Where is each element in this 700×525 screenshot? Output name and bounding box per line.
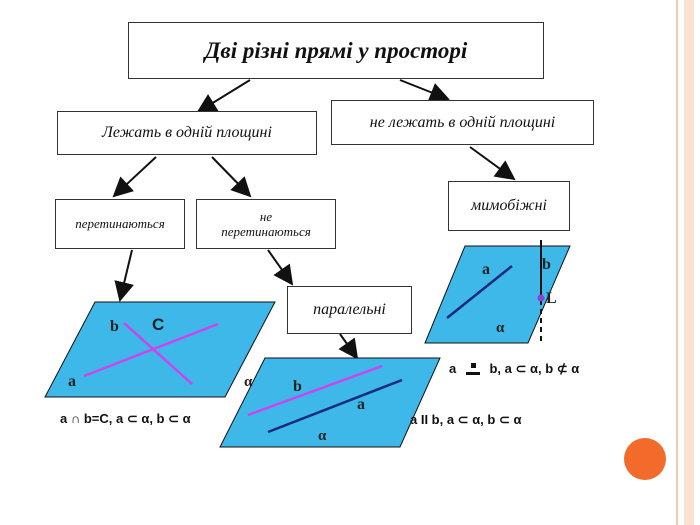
line-a-skew xyxy=(446,265,513,319)
node-skew-label: мимобіжні xyxy=(471,197,547,214)
formula-skew: a b, a ⊂ α, b ⊄ α xyxy=(449,361,579,377)
node-not-same-plane-label: не лежать в одній площині xyxy=(369,113,556,131)
point-l-skew xyxy=(537,294,545,302)
label-a-intersecting: a xyxy=(68,373,76,390)
line-a-parallel xyxy=(267,378,403,434)
plane-skew xyxy=(424,245,571,344)
node-same-plane-label: Лежать в одній площині xyxy=(102,124,272,141)
plane-parallel xyxy=(219,357,441,448)
arrow-not-intersect-to-parallel xyxy=(267,249,294,286)
node-skew: мимобіжні xyxy=(448,181,570,231)
arrow-title-to-same-plane xyxy=(196,79,251,114)
skew-symbol-icon xyxy=(465,362,480,377)
arrow-same-plane-to-not-intersect xyxy=(211,156,252,198)
decor-stripe-2 xyxy=(684,0,694,525)
formula-parallel: a II b, a ⊂ α, b ⊂ α xyxy=(410,412,522,427)
label-a-skew: a xyxy=(482,261,490,278)
arrow-not-same-plane-to-skew xyxy=(469,146,516,181)
label-l-skew: L xyxy=(546,290,557,307)
node-not-same-plane: не лежать в одній площині xyxy=(331,100,594,145)
node-not-intersect: не перетинаються xyxy=(196,199,336,249)
label-b-parallel: b xyxy=(293,378,302,395)
label-b-skew: b xyxy=(542,256,551,273)
label-alpha-skew: α xyxy=(496,320,505,336)
label-b-intersecting: b xyxy=(110,318,119,335)
arrow-intersect-to-figure xyxy=(114,249,134,302)
decor-stripe-1 xyxy=(676,0,678,525)
node-intersect-label: перетинаються xyxy=(75,216,165,231)
decor-orange-circle xyxy=(624,438,666,480)
formula-skew-rest: b, a ⊂ α, b ⊄ α xyxy=(489,361,580,376)
label-c-intersecting: C xyxy=(152,315,165,334)
node-parallel-label: паралельні xyxy=(313,301,386,318)
node-parallel: паралельні xyxy=(287,286,412,334)
node-intersect: перетинаються xyxy=(55,199,185,249)
label-alpha-parallel-top: α xyxy=(244,374,253,390)
line-a-intersecting xyxy=(83,322,219,378)
label-a-parallel: a xyxy=(357,396,365,413)
formula-skew-a: a xyxy=(449,361,457,376)
plane-intersecting xyxy=(44,301,276,398)
formula-intersecting: a ∩ b=C, a ⊂ α, b ⊂ α xyxy=(60,411,191,426)
page-title: Дві різні прямі у просторі xyxy=(204,37,468,63)
arrow-title-to-not-same-plane xyxy=(399,79,450,102)
node-not-intersect-label: не перетинаються xyxy=(221,209,311,239)
node-same-plane: Лежать в одній площині xyxy=(57,111,317,155)
line-b-intersecting xyxy=(123,322,193,385)
label-alpha-parallel-bottom: α xyxy=(318,428,327,444)
arrow-parallel-to-figure xyxy=(338,333,359,360)
line-b-parallel xyxy=(247,364,383,417)
arrow-same-plane-to-intersect xyxy=(112,156,157,198)
title-box: Дві різні прямі у просторі xyxy=(128,22,544,79)
